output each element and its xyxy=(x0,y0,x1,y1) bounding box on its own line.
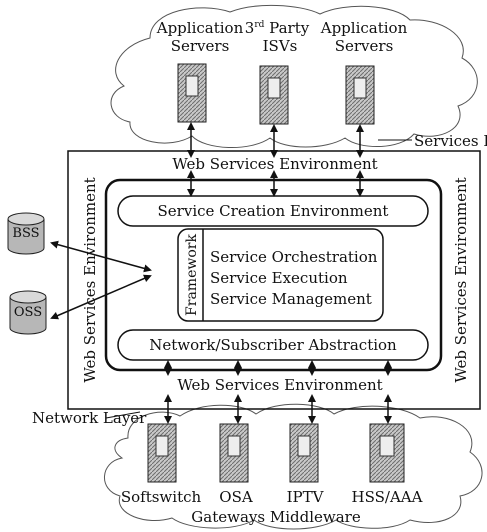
server-label: ISVs xyxy=(263,37,298,55)
top-cloud xyxy=(110,5,478,148)
bottom-cloud xyxy=(104,403,483,530)
framework-label: Framework xyxy=(184,234,200,316)
server-label: Servers xyxy=(171,37,230,55)
nsa-box xyxy=(117,329,429,361)
web-env-right-label: Web Services Environment xyxy=(452,177,470,382)
server-icon xyxy=(345,65,375,125)
layer-pointer xyxy=(105,411,141,419)
core-line-2: Service Execution xyxy=(210,269,348,287)
bottom-server-label: Softswitch xyxy=(121,488,202,506)
web-env-bottom-label: Web Services Environment xyxy=(177,376,382,394)
core-line-3: Service Management xyxy=(210,290,372,308)
gateways-label: Gateways Middleware xyxy=(191,508,361,526)
bottom-server-label: IPTV xyxy=(287,488,325,506)
services-layer-label: Services Layer xyxy=(414,132,487,150)
server-label: Servers xyxy=(335,37,394,55)
server-icon xyxy=(177,63,207,123)
bss-label: BSS xyxy=(12,226,39,241)
sce-label: Service Creation Environment xyxy=(158,202,389,220)
server-label: Application xyxy=(156,19,244,37)
connector-arrow xyxy=(50,240,152,273)
server-icon xyxy=(259,65,289,125)
core-box xyxy=(177,228,384,322)
database-icon xyxy=(7,212,45,255)
web-env-top-label: Web Services Environment xyxy=(172,155,377,173)
bottom-server-label: OSA xyxy=(219,488,253,506)
server-label: 3rd Party xyxy=(245,19,310,37)
network-layer-label: Network Layer xyxy=(32,409,147,427)
server-icon xyxy=(219,423,249,483)
server-icon xyxy=(369,423,405,483)
server-icon xyxy=(147,423,177,483)
database-icon xyxy=(9,290,47,335)
web-env-left-label: Web Services Environment xyxy=(81,177,99,382)
server-icon xyxy=(289,423,319,483)
server-label: Application xyxy=(320,19,408,37)
bottom-server-label: HSS/AAA xyxy=(352,488,423,506)
oss-label: OSS xyxy=(14,305,42,320)
core-line-1: Service Orchestration xyxy=(210,248,378,266)
connector-arrow xyxy=(50,274,152,320)
nsa-label: Network/Subscriber Abstraction xyxy=(149,336,397,354)
